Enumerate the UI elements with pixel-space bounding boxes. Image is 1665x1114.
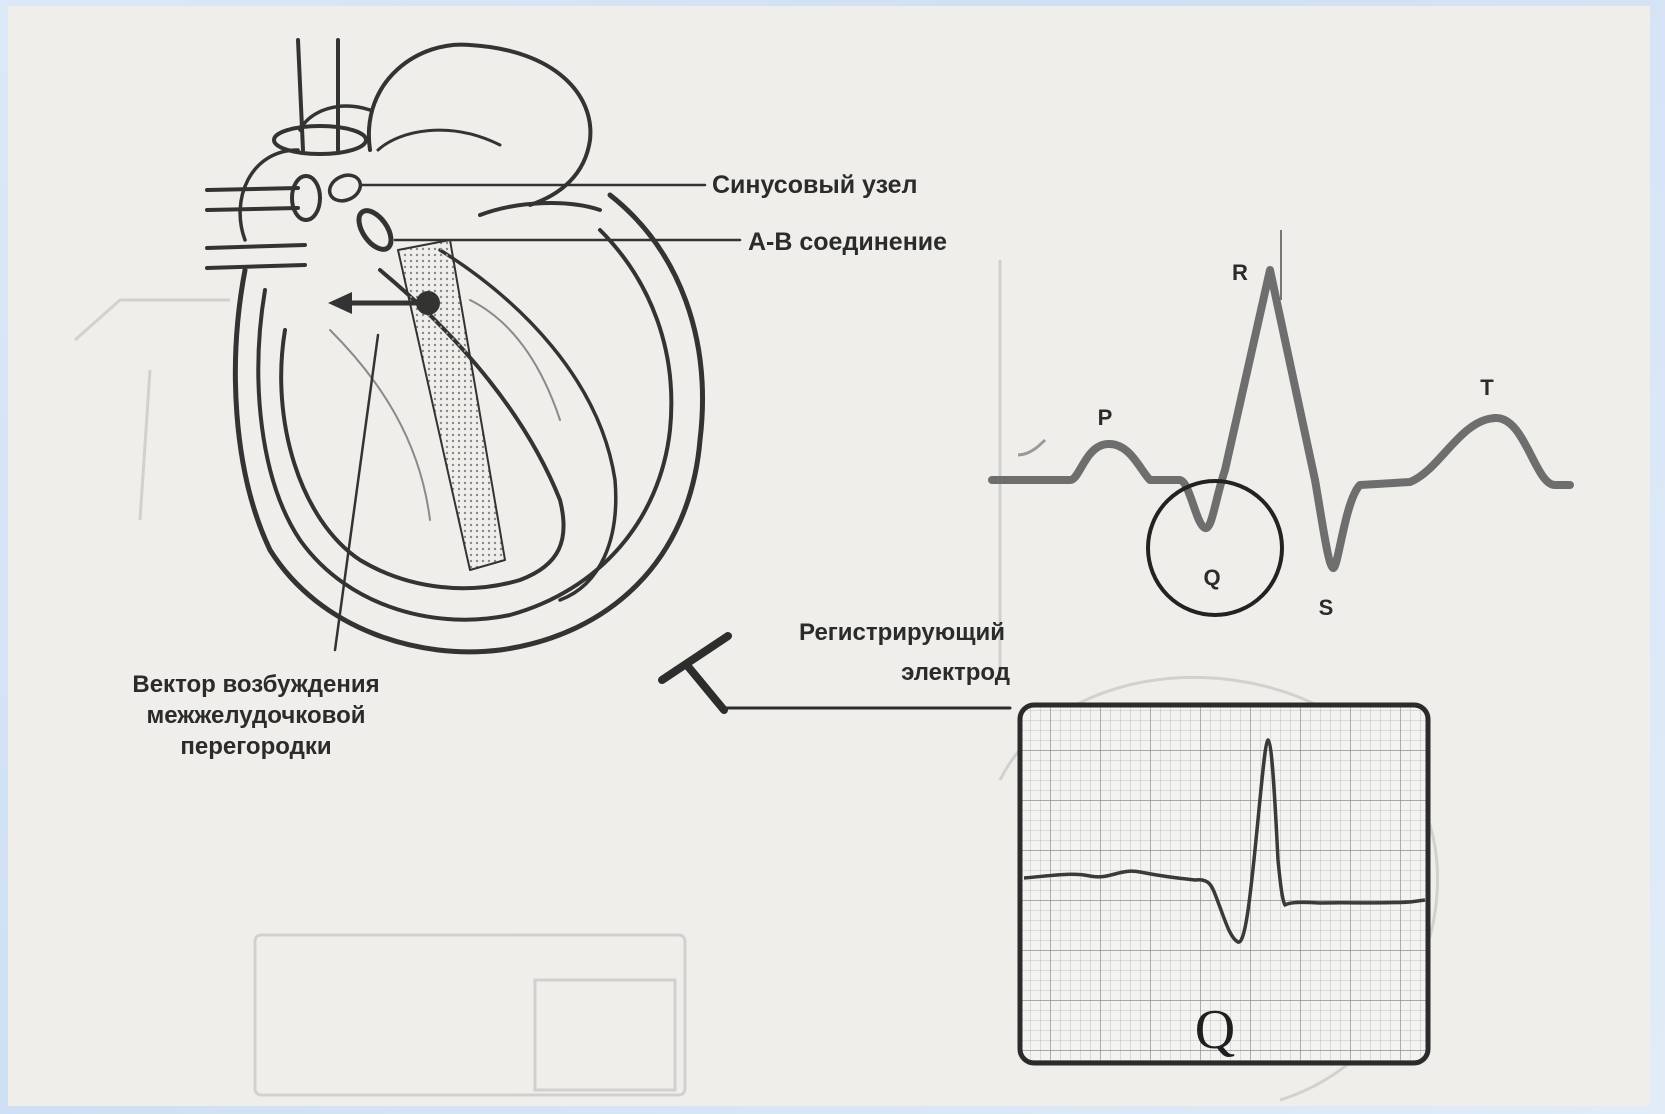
ecg-label-t: T <box>1480 375 1494 400</box>
monitor-q-label: Q <box>1195 999 1235 1061</box>
ecg-label-p: P <box>1098 405 1113 430</box>
schematic-ecg <box>992 230 1570 615</box>
ecg-label-q: Q <box>1203 565 1220 590</box>
interventricular-septum <box>398 240 505 570</box>
aortic-arch <box>369 45 591 205</box>
av-node <box>353 205 398 255</box>
electrode-label-line2: электрод <box>901 659 1010 686</box>
superior-vena-cava <box>298 40 338 150</box>
septal-vector-label-line3: перегородки <box>180 733 331 760</box>
pulmonary-vein-upper <box>207 188 298 210</box>
heart-illustration <box>207 40 740 652</box>
septal-vector-label-line1: Вектор возбуждения <box>132 671 379 698</box>
pulmonary-vein-lower <box>207 245 305 268</box>
av-junction-label: А-В соединение <box>748 228 947 256</box>
ecg-trace <box>992 270 1570 568</box>
ecg-label-s: S <box>1319 595 1334 620</box>
sinus-node-label: Синусовый узел <box>712 171 917 199</box>
septal-vector-origin <box>416 291 440 315</box>
ecg-label-r: R <box>1232 260 1248 285</box>
septal-vector-label-line2: межжелудочковой <box>147 702 366 729</box>
electrode-label-line1: Регистрирующий <box>799 619 1005 646</box>
septal-vector-leader <box>335 335 378 650</box>
electrode-icon <box>662 636 728 710</box>
sinus-node <box>325 170 364 205</box>
